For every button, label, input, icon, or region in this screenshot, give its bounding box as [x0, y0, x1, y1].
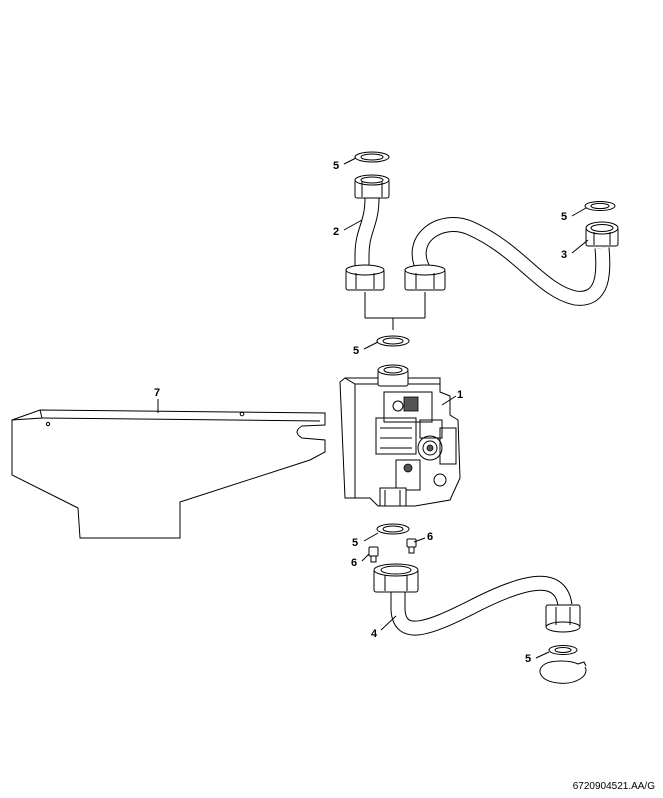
seal-5-mid	[376, 335, 410, 347]
callout-5: 5	[561, 211, 567, 223]
screw-6-left	[368, 546, 379, 563]
part-2-connection-pipe	[345, 174, 390, 291]
callout-5: 5	[333, 160, 339, 172]
callout-3: 3	[561, 249, 567, 261]
callout-6: 6	[427, 531, 433, 543]
callout-7: 7	[154, 387, 160, 399]
part-1-gas-valve	[339, 364, 461, 507]
callout-6: 6	[351, 557, 357, 569]
callout-labels: 5 2 5 3 5 1 7 5 6 6 4 5	[154, 160, 567, 665]
callout-2: 2	[333, 226, 339, 238]
part-4-connection-pipe	[373, 563, 581, 636]
screw-6-right	[406, 538, 417, 554]
seal-5-bottom	[548, 645, 578, 655]
drawing-reference-number: 6720904521.AA/G	[572, 781, 655, 792]
part-7-cover-plate	[11, 409, 326, 539]
seal-5-lower	[376, 523, 410, 535]
leader-lines	[157, 157, 589, 659]
callout-4: 4	[371, 628, 378, 640]
seal-5-right	[584, 201, 616, 211]
callout-1: 1	[457, 389, 463, 401]
retaining-clip	[539, 660, 587, 684]
callout-5: 5	[353, 345, 359, 357]
callout-5: 5	[525, 653, 531, 665]
part-3-connection-pipe	[404, 217, 619, 306]
seal-5-top	[354, 151, 390, 163]
assembly-bracket-lines	[364, 292, 426, 330]
callout-5: 5	[352, 537, 358, 549]
